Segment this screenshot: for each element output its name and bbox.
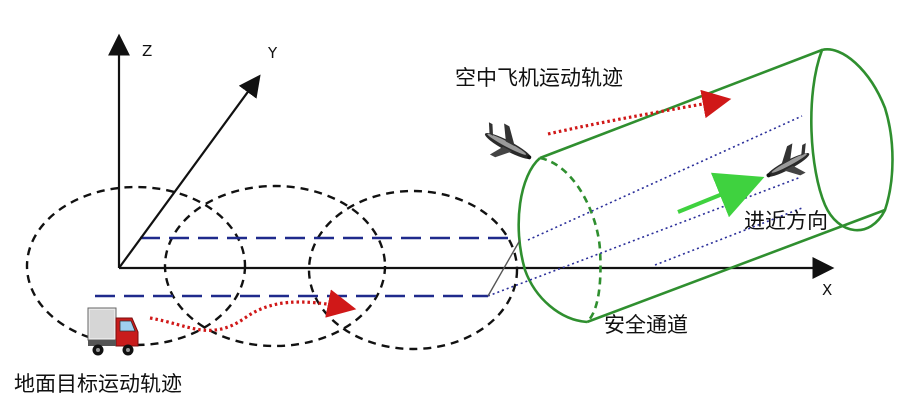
air-trajectory-arrow (547, 89, 732, 136)
ground-trajectory-arrow (149, 289, 357, 332)
coverage-zone-1 (25, 185, 247, 347)
approach-direction-label: 进近方向 (744, 209, 828, 233)
coverage-zone-3 (307, 189, 519, 351)
tunnel-far-end (810, 48, 894, 232)
tunnel-bottom-edge (586, 208, 886, 324)
air-trajectory-label: 空中飞机运动轨迹 (455, 66, 623, 90)
airplane-icon (484, 122, 532, 160)
coordinate-axes (108, 33, 835, 279)
tunnel-top-edge (539, 48, 823, 160)
beam-line-1 (527, 115, 803, 241)
beam-line-3 (654, 207, 803, 266)
safe-channel-label: 安全通道 (604, 313, 688, 337)
ground-lane (95, 236, 515, 298)
coverage-zones (25, 184, 519, 351)
y-axis-label: Y (267, 44, 278, 62)
z-axis-label: Z (142, 42, 152, 60)
tunnel-near-end-front (517, 157, 588, 324)
lane-to-tunnel-link (487, 239, 521, 297)
ground-trajectory-label: 地面目标运动轨迹 (14, 372, 182, 396)
y-axis (118, 74, 261, 269)
x-axis-label: X (822, 281, 832, 299)
truck-icon (87, 307, 139, 356)
safe-channel-tunnel (487, 48, 894, 324)
coverage-zone-2 (163, 184, 387, 348)
tunnel-near-end-back (539, 156, 602, 323)
airplane-icon (766, 143, 810, 178)
beam-line-2 (487, 176, 802, 297)
approach-direction-arrow (677, 172, 765, 218)
